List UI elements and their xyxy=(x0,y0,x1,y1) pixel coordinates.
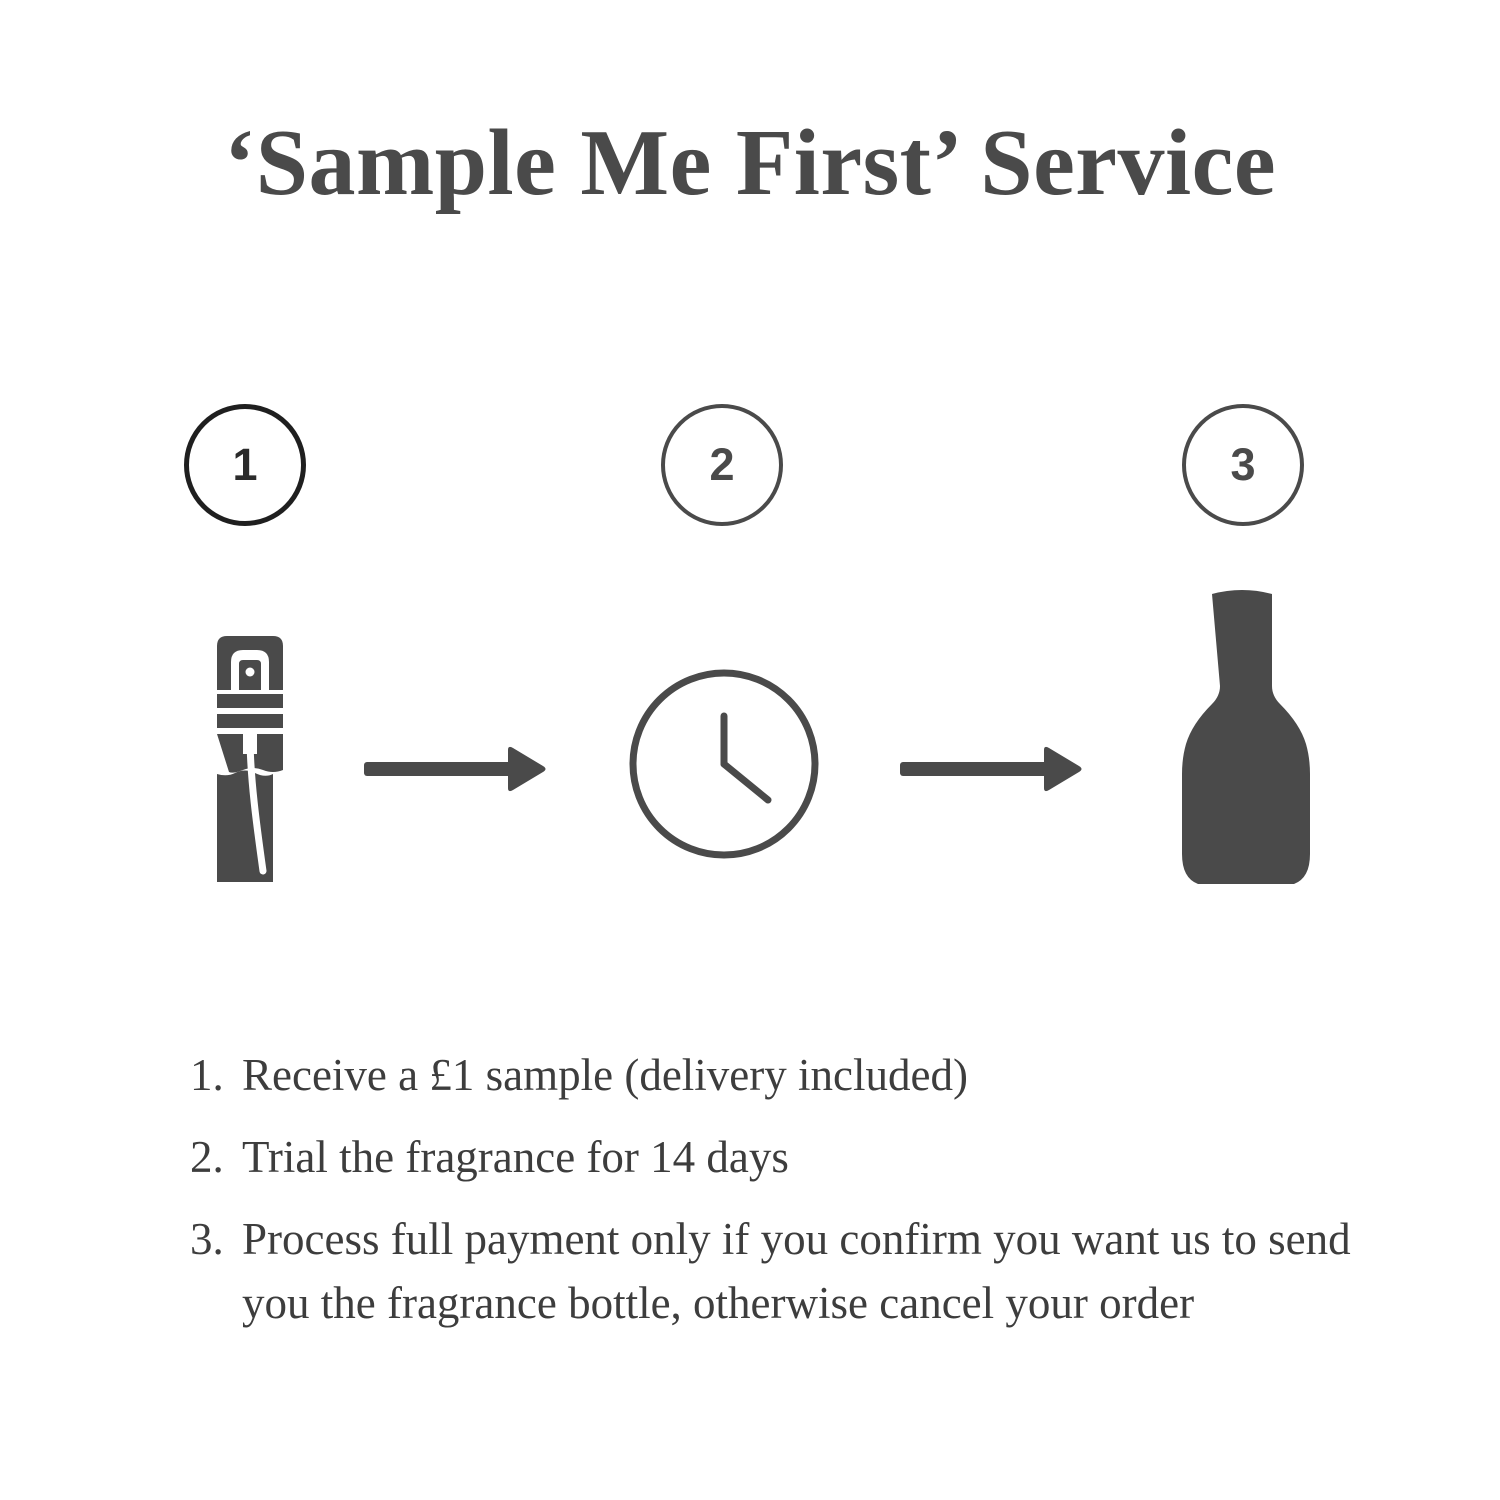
page-title: ‘Sample Me First’ Service xyxy=(223,111,1277,215)
clock-icon xyxy=(626,666,822,862)
list-item-text: Trial the fragrance for 14 days xyxy=(242,1132,789,1182)
list-item-marker: 3. xyxy=(190,1214,224,1264)
list-item: 3. Process full payment only if you conf… xyxy=(190,1207,1390,1335)
process-icon-row xyxy=(0,560,1500,920)
sample-vial-icon xyxy=(205,628,295,890)
arrow-right-icon-2 xyxy=(898,743,1086,795)
step-badge-3: 3 xyxy=(1182,404,1304,526)
instructions-list: 1. Receive a £1 sample (delivery include… xyxy=(190,1043,1390,1335)
list-item-marker: 2. xyxy=(190,1132,224,1182)
step-badge-2: 2 xyxy=(661,404,783,526)
step-badge-1: 1 xyxy=(184,404,306,526)
list-item-text: Receive a £1 sample (delivery included) xyxy=(242,1050,968,1100)
list-item-marker: 1. xyxy=(190,1050,224,1100)
list-item: 2. Trial the fragrance for 14 days xyxy=(190,1125,1390,1189)
step-badge-1-label: 1 xyxy=(232,438,258,490)
step-badge-3-label: 3 xyxy=(1230,438,1256,490)
list-item: 1. Receive a £1 sample (delivery include… xyxy=(190,1043,1390,1107)
arrow-right-icon-1 xyxy=(362,743,550,795)
step-badge-2-label: 2 xyxy=(709,438,735,490)
list-item-text: Process full payment only if you confirm… xyxy=(242,1214,1351,1328)
fragrance-bottle-icon xyxy=(1168,582,1316,894)
